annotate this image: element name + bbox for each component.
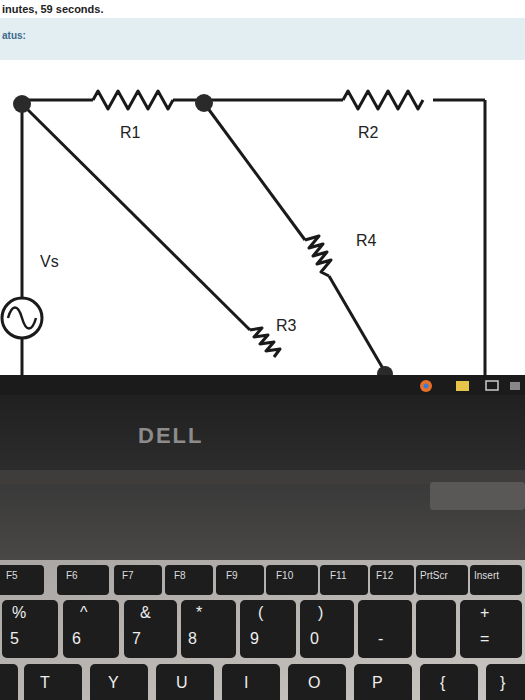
key-label: O — [308, 674, 320, 692]
key-label: U — [176, 674, 188, 692]
key-label: F5 — [6, 570, 18, 581]
junction-dot — [13, 95, 31, 113]
taskbar — [0, 375, 525, 395]
keyboard-keys — [0, 565, 525, 700]
key-label: 7 — [132, 630, 141, 648]
key-label: Y — [108, 674, 119, 692]
key-label: F11 — [330, 570, 347, 581]
key-label: 0 — [310, 630, 319, 648]
status-text: atus: — [2, 30, 26, 41]
component-label: Vs — [40, 253, 59, 271]
key-label: ) — [318, 604, 323, 622]
brand-logo: DELL — [138, 424, 203, 448]
key-label: & — [140, 604, 151, 622]
component-label: R1 — [120, 124, 140, 142]
key-label: F12 — [376, 570, 393, 581]
key-label: F9 — [226, 570, 238, 581]
resistor-symbol — [93, 91, 173, 109]
key-label: 9 — [250, 630, 259, 648]
key-label: } — [500, 674, 505, 692]
key-label: T — [40, 674, 50, 692]
key-label: 5 — [10, 630, 19, 648]
key-label: F10 — [276, 570, 293, 581]
key-label: F7 — [122, 570, 134, 581]
ac-source — [2, 298, 42, 338]
junction-dot — [195, 94, 213, 112]
circuit-wires — [22, 91, 485, 375]
key-label: 8 — [188, 630, 197, 648]
key-label: PrtScr — [420, 570, 448, 581]
resistor-symbol — [250, 328, 280, 357]
key-label: ^ — [80, 604, 88, 622]
status-text: inutes, 59 seconds. — [2, 3, 103, 15]
key-label: + — [480, 604, 489, 622]
key-label: P — [372, 674, 383, 692]
key-label: - — [378, 630, 383, 648]
resistor-symbol — [305, 236, 331, 276]
key-label: { — [440, 674, 445, 692]
key-label: F8 — [174, 570, 186, 581]
component-label: R2 — [358, 124, 378, 142]
key-label: * — [196, 604, 202, 622]
key-label: % — [12, 604, 26, 622]
key-label: I — [244, 674, 248, 692]
resistor-symbol — [343, 91, 423, 109]
component-label: R4 — [356, 232, 376, 250]
key-label: 6 — [72, 630, 81, 648]
laptop-bezel — [0, 395, 525, 560]
key-label: ( — [258, 604, 263, 622]
key-label: = — [480, 630, 489, 648]
component-label: R3 — [276, 317, 296, 335]
key-label: F6 — [66, 570, 78, 581]
key-label: Insert — [474, 570, 499, 581]
